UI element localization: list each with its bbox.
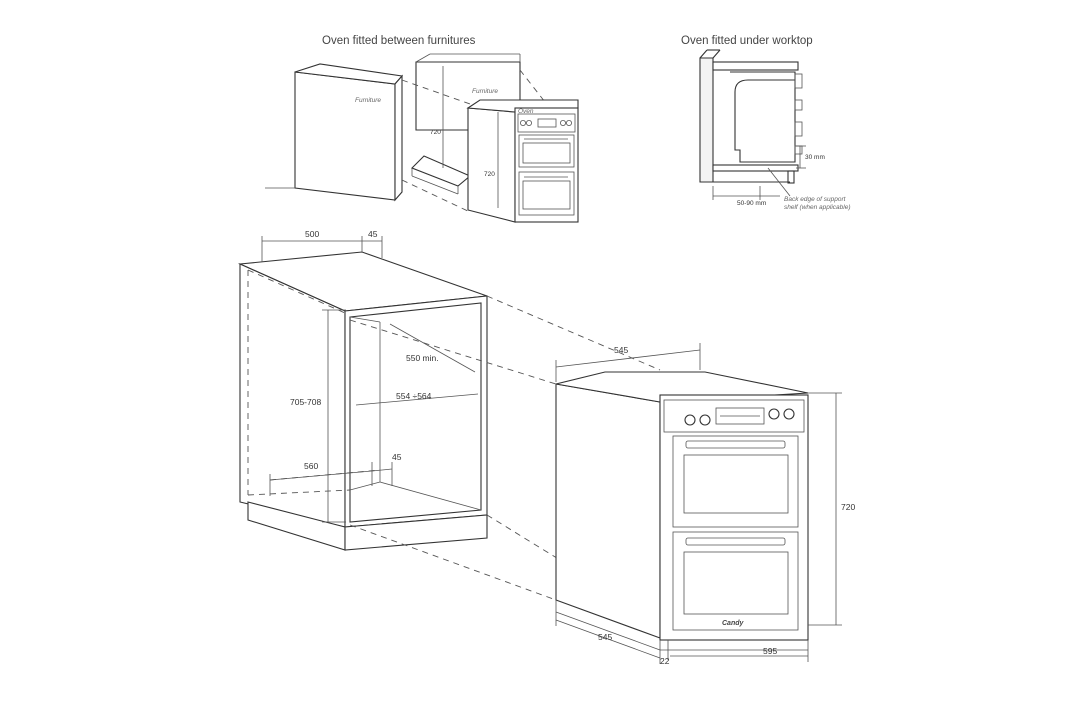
oven-profile — [730, 71, 796, 163]
cabinet-left-side — [239, 263, 346, 528]
furniture-left-side — [394, 74, 403, 202]
dim-550-min: 550 min. — [406, 353, 439, 363]
dim-45-bottom: 45 — [392, 452, 402, 462]
small-oven-side — [467, 107, 516, 223]
small-oven-lower-door — [518, 171, 575, 216]
oven-control-panel — [663, 399, 805, 433]
oven-lower-door — [672, 531, 799, 631]
wall — [699, 57, 714, 183]
small-oven-upper-door — [518, 134, 575, 168]
worktop-support-shelf — [712, 164, 799, 172]
cabinet-diagram: 500 45 550 min. 554 ÷564 705-708 560 45 — [237, 229, 488, 551]
oven-display — [715, 407, 765, 425]
dim-705-708: 705-708 — [290, 397, 321, 407]
furniture-left-front — [294, 71, 396, 201]
small-oven-panel — [517, 113, 576, 133]
cabinet-opening — [349, 302, 482, 523]
upper-handle — [685, 440, 786, 449]
knob-left-2 — [699, 414, 711, 426]
dim-22: 22 — [660, 656, 670, 666]
dim-560: 560 — [304, 461, 318, 471]
dim-545-top: 545 — [614, 345, 628, 355]
lower-window — [683, 551, 789, 615]
support-note-line2: shelf (when applicable) — [784, 204, 850, 211]
title-between-furnitures: Oven fitted between furnitures — [322, 35, 476, 47]
support-note-line1: Back edge of support — [784, 196, 847, 203]
oven-diagram: Candy 545 720 545 22 595 — [555, 343, 855, 666]
dim-720-lower: 720 — [484, 171, 495, 178]
dim-545-side: 545 — [598, 632, 612, 642]
dim-595: 595 — [763, 646, 777, 656]
oven-upper-door — [672, 435, 799, 528]
worktop — [712, 61, 799, 71]
small-oven-label: Oven — [518, 108, 534, 115]
dim-500: 500 — [305, 229, 319, 239]
upper-window — [683, 454, 789, 514]
title-under-worktop: Oven fitted under worktop — [681, 35, 813, 47]
dim-554-564: 554 ÷564 — [396, 391, 432, 401]
dim-720: 720 — [841, 502, 855, 512]
oven-brand-logo: Candy — [722, 620, 745, 627]
oven-side — [555, 383, 661, 639]
furniture-left-label: Furniture — [355, 97, 381, 104]
knob-right-2 — [783, 408, 795, 420]
knob-left-1 — [684, 414, 696, 426]
cabinet-plinth-front — [344, 514, 488, 551]
knob-right-1 — [768, 408, 780, 420]
support-shelf — [411, 155, 472, 187]
dim-30mm: 30 mm — [805, 154, 825, 161]
furniture-right-label: Furniture — [472, 88, 498, 95]
between-furnitures-diagram: Furniture Furniture Oven — [265, 53, 579, 223]
dim-720-upper: 720 — [430, 129, 441, 136]
dim-45-top: 45 — [368, 229, 378, 239]
under-worktop-diagram: 30 mm 50-90 mm Back edge of support shel… — [699, 49, 850, 211]
lower-handle — [685, 537, 786, 546]
dim-50-90mm: 50-90 mm — [737, 200, 766, 207]
projection-lines — [349, 295, 661, 601]
